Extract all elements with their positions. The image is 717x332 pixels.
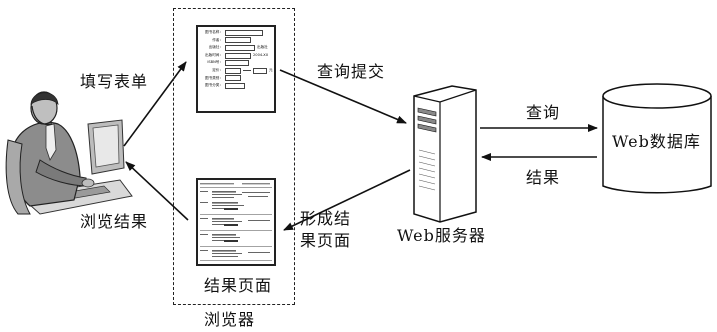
form-row: 图书类别： bbox=[201, 75, 271, 83]
result-page-content-lines bbox=[200, 183, 272, 261]
form-field-label: 图书名称： bbox=[205, 30, 223, 34]
form-select-box bbox=[225, 82, 245, 89]
form-row: 作者： bbox=[201, 37, 271, 45]
form-field-label: 图书类别： bbox=[205, 75, 223, 80]
user-at-computer-icon bbox=[5, 91, 133, 215]
web-server-label: Web服务器 bbox=[397, 226, 486, 245]
form-row: 出版社： 出版社 bbox=[201, 44, 271, 52]
form-input-box bbox=[225, 67, 241, 74]
form-field-label: 作者： bbox=[212, 37, 223, 42]
form-row: ISBN号： bbox=[201, 59, 271, 67]
form-input-box bbox=[225, 52, 251, 59]
form-input-box bbox=[225, 37, 251, 44]
form-select-box bbox=[225, 75, 241, 82]
form-input-box bbox=[253, 67, 267, 74]
web-database-label: Web数据库 bbox=[612, 132, 701, 151]
browser-frame bbox=[173, 8, 295, 305]
form-input-box bbox=[225, 60, 249, 67]
form-result-page-label: 形成结果页面 bbox=[300, 209, 352, 250]
query-form-thumbnail: 图书名称： 作者： 出版社： 出版社 出版时间： 2004-XX ISBN号： … bbox=[196, 25, 276, 113]
form-row: 出版时间： 2004-XX bbox=[201, 52, 271, 60]
form-input-box bbox=[225, 44, 255, 51]
form-field-label: 定价： bbox=[212, 67, 223, 72]
result-page-label: 结果页面 bbox=[204, 276, 273, 295]
form-field-label: 出版社： bbox=[208, 45, 223, 50]
form-row: 图书分类： bbox=[201, 82, 271, 90]
result-page-thumbnail bbox=[196, 178, 276, 266]
form-field-suffix: 2004-XX bbox=[253, 52, 269, 57]
form-row: 定价： 元 bbox=[201, 67, 273, 75]
browser-label: 浏览器 bbox=[204, 310, 256, 329]
form-field-suffix: 出版社 bbox=[257, 45, 268, 50]
database-cylinder-icon bbox=[602, 83, 712, 194]
arrow-fill-form bbox=[123, 61, 187, 147]
arrow-browse-results bbox=[125, 161, 189, 221]
result-label: 结果 bbox=[526, 168, 561, 187]
query-label: 查询 bbox=[526, 103, 561, 122]
query-submit-label: 查询提交 bbox=[317, 62, 386, 81]
form-field-label: 图书分类： bbox=[205, 83, 223, 88]
arrow-query-submit bbox=[279, 69, 407, 124]
form-row: 图书名称： bbox=[201, 29, 271, 37]
form-field-suffix: 元 bbox=[269, 67, 273, 72]
form-input-box bbox=[225, 29, 263, 36]
form-field-label: 出版时间： bbox=[205, 52, 223, 57]
form-field-label: ISBN号： bbox=[207, 60, 223, 65]
arrow-form-result-page bbox=[283, 169, 411, 231]
fill-form-label: 填写表单 bbox=[80, 72, 149, 91]
browse-results-label: 浏览结果 bbox=[80, 212, 149, 231]
form-range-dash bbox=[243, 70, 251, 72]
web-server-icon bbox=[413, 85, 477, 223]
